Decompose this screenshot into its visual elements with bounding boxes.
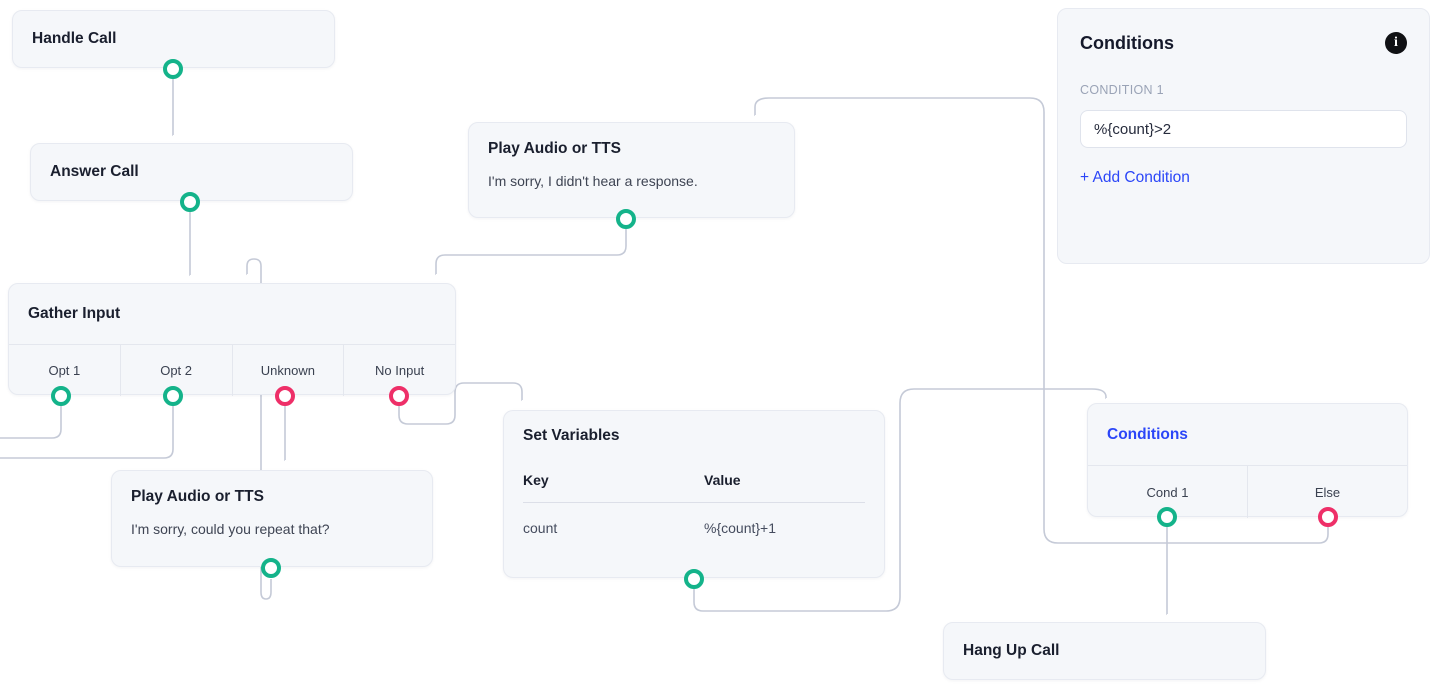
port-conditions-else[interactable] xyxy=(1318,507,1338,527)
panel-header: Conditions i xyxy=(1080,32,1407,54)
node-title: Play Audio or TTS xyxy=(488,140,621,157)
node-title: Handle Call xyxy=(32,30,117,47)
wire-playaudio-top-to-gather xyxy=(436,229,627,274)
wire-noinput-to-setvariables xyxy=(398,382,523,425)
node-play-audio-repeat[interactable]: Play Audio or TTS I'm sorry, could you r… xyxy=(111,470,433,567)
node-message: I'm sorry, I didn't hear a response. xyxy=(488,173,698,189)
condition-label: CONDITION 1 xyxy=(1080,83,1164,97)
port-play-audio-top-output[interactable] xyxy=(616,209,636,229)
port-gather-unknown[interactable] xyxy=(275,386,295,406)
gather-option-opt2[interactable]: Opt 2 xyxy=(119,345,232,396)
branch-options-row: Cond 1 Else xyxy=(1088,466,1407,518)
node-hang-up-call[interactable]: Hang Up Call xyxy=(943,622,1266,680)
wire-repeat-loop-to-gather xyxy=(247,258,272,600)
gather-option-noinput[interactable]: No Input xyxy=(343,345,455,396)
node-play-audio-top[interactable]: Play Audio or TTS I'm sorry, I didn't he… xyxy=(468,122,795,218)
port-handle-call-output[interactable] xyxy=(163,59,183,79)
panel-title: Conditions xyxy=(1080,32,1174,53)
gather-option-opt1[interactable]: Opt 1 xyxy=(48,363,81,378)
condition-expression-input[interactable] xyxy=(1080,110,1407,148)
branch-option-else[interactable]: Else xyxy=(1247,466,1407,518)
wire-else-loop-to-playaudio xyxy=(755,97,1329,544)
column-header-key: Key xyxy=(523,472,549,488)
node-conditions-branch[interactable]: Conditions Cond 1 Else xyxy=(1087,403,1408,518)
node-handle-call[interactable]: Handle Call xyxy=(12,10,335,68)
wire-opt1-exit-left xyxy=(0,406,62,439)
conditions-panel: Conditions i CONDITION 1 + Add Condition xyxy=(1057,8,1430,264)
port-answer-call-output[interactable] xyxy=(180,192,200,212)
gather-option-unknown[interactable]: Unknown xyxy=(231,345,344,396)
node-title: Hang Up Call xyxy=(963,642,1060,659)
port-conditions-cond1[interactable] xyxy=(1157,507,1177,527)
column-header-value: Value xyxy=(704,472,741,488)
node-title: Conditions xyxy=(1107,425,1188,443)
node-answer-call[interactable]: Answer Call xyxy=(30,143,353,201)
node-gather-input[interactable]: Gather Input Opt 1 Opt 2 Unknown No Inpu… xyxy=(8,283,456,396)
variables-table: Key Value count %{count}+1 xyxy=(523,472,865,536)
node-set-variables[interactable]: Set Variables Key Value count %{count}+1 xyxy=(503,410,885,578)
node-message: I'm sorry, could you repeat that? xyxy=(131,521,330,537)
node-title: Gather Input xyxy=(28,305,121,322)
node-title: Set Variables xyxy=(523,427,620,444)
node-header: Gather Input xyxy=(9,284,455,345)
wire-opt2-exit-left xyxy=(0,406,174,459)
variable-key: count xyxy=(523,520,558,536)
variable-value: %{count}+1 xyxy=(704,520,777,536)
node-header: Conditions xyxy=(1088,404,1407,466)
node-title: Play Audio or TTS xyxy=(131,488,264,505)
port-set-variables-output[interactable] xyxy=(684,569,704,589)
table-divider xyxy=(523,502,865,503)
gather-options-row: Opt 1 Opt 2 Unknown No Input xyxy=(9,345,455,396)
port-gather-opt1[interactable] xyxy=(51,386,71,406)
branch-option-cond1[interactable]: Cond 1 xyxy=(1146,484,1189,500)
node-title: Answer Call xyxy=(50,163,139,180)
wire-setvariables-to-conditions xyxy=(693,388,1107,612)
info-icon[interactable]: i xyxy=(1385,32,1407,54)
port-gather-opt2[interactable] xyxy=(163,386,183,406)
add-condition-link[interactable]: + Add Condition xyxy=(1080,169,1190,186)
port-gather-noinput[interactable] xyxy=(389,386,409,406)
port-play-audio-repeat-output[interactable] xyxy=(261,558,281,578)
